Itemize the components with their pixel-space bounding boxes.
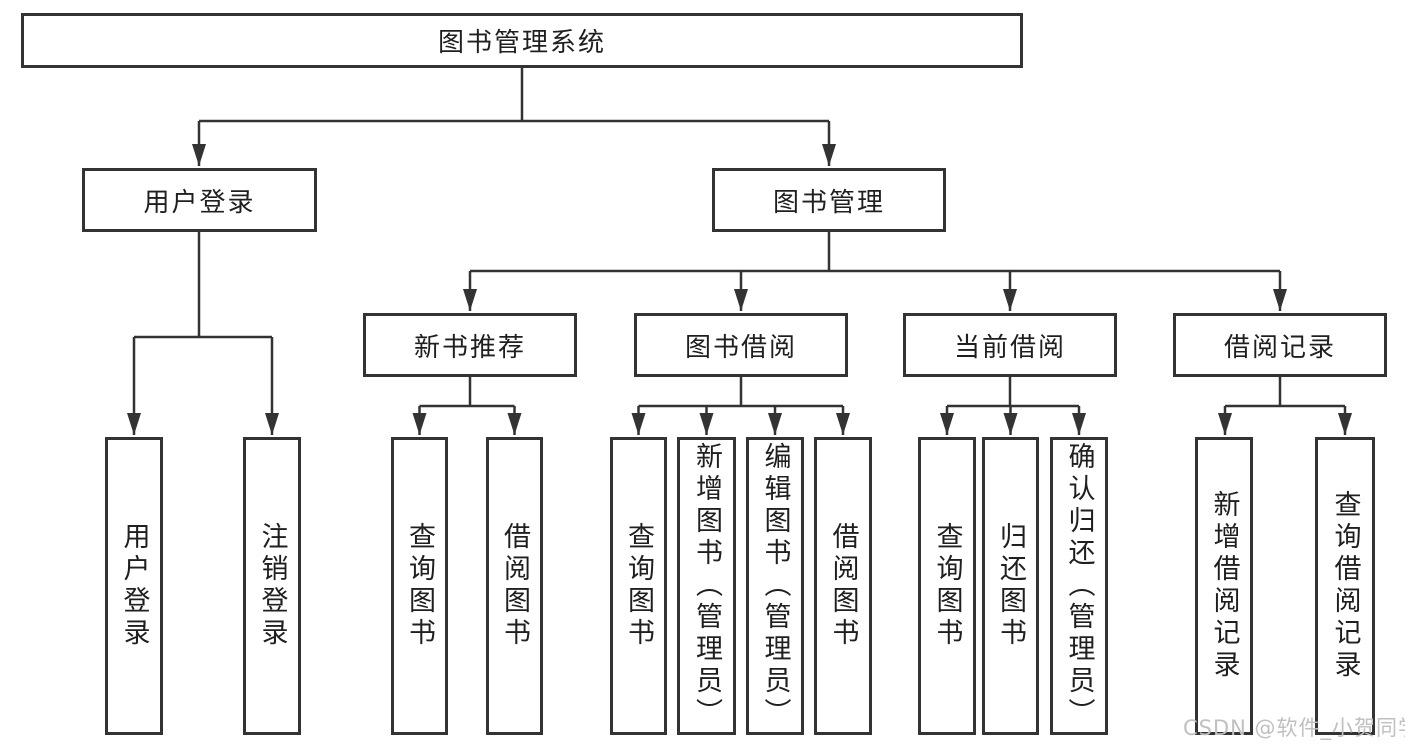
leaf-label: 新增借阅记录 (1208, 490, 1240, 682)
leaf-label: 查询图书 (623, 522, 654, 650)
leaf-query-books-recommend: 查询图书 (391, 437, 448, 735)
leaf-label: 用户登录 (118, 522, 150, 650)
node-label: 用户登录 (143, 187, 256, 218)
leaf-query-borrow-record: 查询借阅记录 (1315, 437, 1375, 735)
node-user-login: 用户登录 (82, 168, 317, 232)
leaf-logout: 注销登录 (243, 437, 301, 735)
node-label: 新书推荐 (413, 332, 526, 363)
leaf-borrow-books-recommend: 借阅图书 (486, 437, 543, 735)
node-label: 图书借阅 (684, 332, 797, 363)
leaf-confirm-return-admin: 确认归还（管理员） (1050, 437, 1108, 735)
leaf-label: 借阅图书 (827, 522, 859, 650)
node-label: 当前借阅 (953, 332, 1066, 363)
node-borrowing-records: 借阅记录 (1173, 313, 1387, 377)
node-book-borrowing: 图书借阅 (634, 313, 848, 377)
node-new-book-recommendation: 新书推荐 (363, 313, 577, 377)
leaf-add-books-admin: 新增图书（管理员） (677, 437, 736, 735)
leaf-edit-books-admin: 编辑图书（管理员） (746, 437, 804, 735)
csdn-watermark: CSDN @软件_小贺同学 (1183, 716, 1405, 740)
leaf-label: 借阅图书 (499, 522, 530, 650)
leaf-label: 新增图书（管理员） (691, 442, 722, 730)
node-label: 图书管理 (772, 187, 885, 218)
leaf-add-borrow-record: 新增借阅记录 (1195, 437, 1253, 735)
leaf-label: 查询图书 (931, 522, 963, 650)
node-current-borrowing: 当前借阅 (903, 313, 1117, 377)
leaf-label: 归还图书 (995, 522, 1026, 650)
leaf-label: 注销登录 (256, 522, 288, 650)
leaf-label: 确认归还（管理员） (1063, 442, 1095, 730)
node-label: 图书管理系统 (437, 28, 606, 58)
leaf-query-books-current: 查询图书 (918, 437, 976, 735)
leaf-label: 查询图书 (404, 522, 435, 650)
leaf-query-books-borrow: 查询图书 (610, 437, 667, 735)
leaf-label: 编辑图书（管理员） (759, 442, 791, 730)
leaf-user-login: 用户登录 (105, 437, 163, 735)
node-book-management: 图书管理 (712, 168, 946, 232)
leaf-borrow-books: 借阅图书 (814, 437, 872, 735)
node-library-management-system: 图书管理系统 (21, 13, 1023, 68)
leaf-label: 查询借阅记录 (1329, 490, 1361, 682)
leaf-return-books: 归还图书 (982, 437, 1039, 735)
node-label: 借阅记录 (1223, 332, 1336, 363)
